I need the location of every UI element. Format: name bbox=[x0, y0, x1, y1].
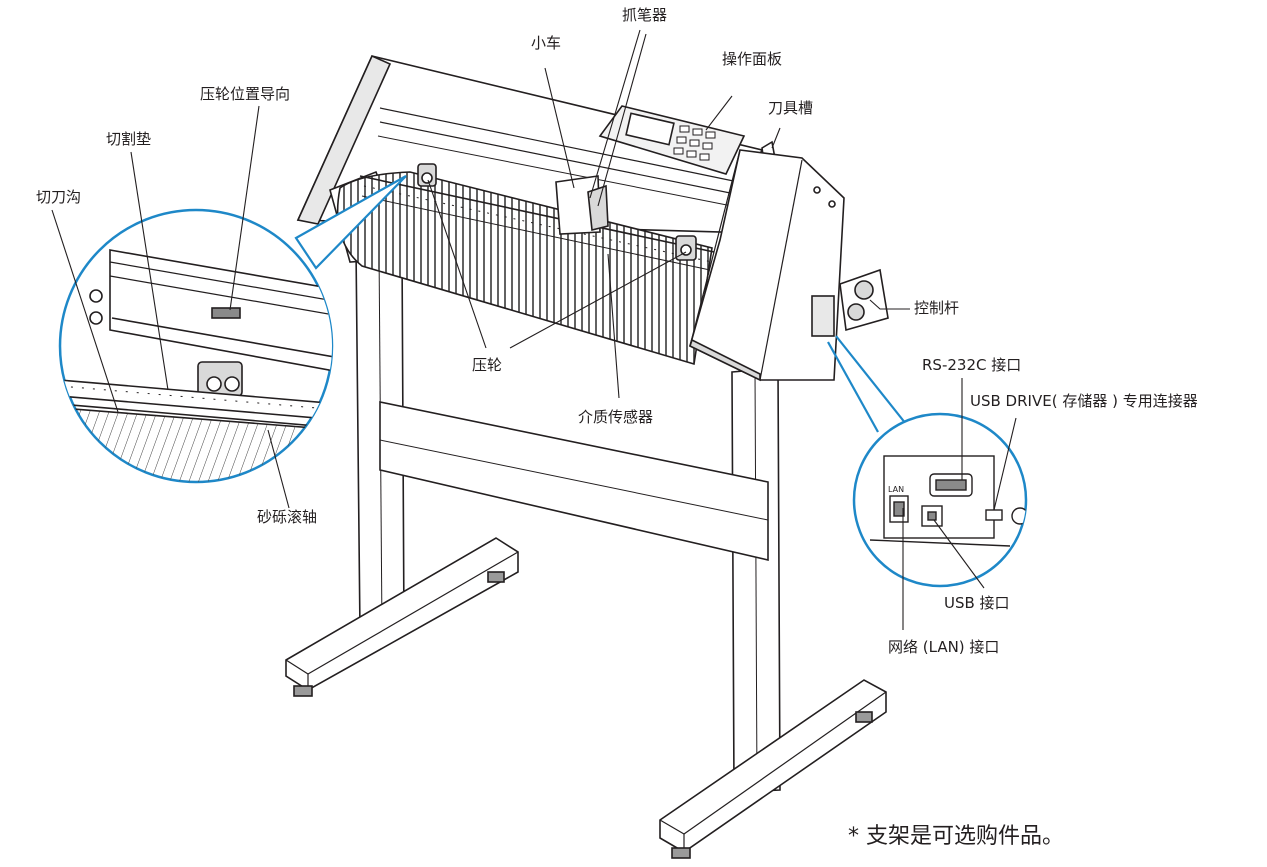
leader-push-roller-2 bbox=[509, 251, 687, 349]
stand-left-foot bbox=[285, 537, 519, 691]
leader-lines bbox=[51, 29, 1017, 630]
magnifier-1 bbox=[58, 175, 407, 484]
control-lever bbox=[839, 268, 889, 332]
label-usb-drive: USB DRIVE( 存储器 ) 专用连接器 bbox=[970, 392, 1198, 410]
label-lan-port: 网络 (LAN) 接口 bbox=[888, 638, 1000, 656]
optional-stand-note: * 支架是可选购件品。 bbox=[848, 824, 1064, 849]
pen-holder bbox=[587, 184, 609, 231]
label-rs232c: RS-232C 接口 bbox=[922, 356, 1022, 374]
leader-pen-holder bbox=[597, 33, 647, 207]
label-cutting-groove: 切刀沟 bbox=[36, 188, 82, 206]
push-rollers bbox=[417, 163, 697, 261]
label-cutting-mat: 切割垫 bbox=[106, 130, 152, 148]
leader-usb-drive bbox=[993, 417, 1017, 511]
leader-carriage bbox=[544, 67, 575, 189]
label-pen-holder: 抓笔器 bbox=[622, 6, 668, 24]
label-tool-slot: 刀具槽 bbox=[768, 99, 814, 117]
leader-control-lever bbox=[869, 299, 910, 310]
usb-drive-port-shape bbox=[985, 509, 1003, 521]
stand bbox=[285, 247, 887, 859]
plotter-body bbox=[296, 54, 889, 382]
label-control-lever: 控制杆 bbox=[914, 299, 960, 317]
label-push-roller: 压轮 bbox=[472, 356, 503, 374]
rear-interface-panel bbox=[811, 295, 835, 337]
lan-tag: LAN bbox=[888, 485, 904, 494]
stand-crossbar bbox=[379, 401, 769, 562]
push-roller-guide-mark bbox=[211, 307, 241, 319]
label-grit-roller: 砂砾滚轴 bbox=[257, 508, 318, 526]
leader-push-roller-1 bbox=[427, 179, 487, 349]
label-media-sensor: 介质传感器 bbox=[578, 408, 654, 426]
control-panel-display bbox=[625, 112, 675, 146]
leader-grit-roller bbox=[267, 429, 290, 509]
leader-pen-holder-2 bbox=[589, 29, 641, 199]
leader-usb-port bbox=[933, 519, 985, 589]
stand-right-foot bbox=[659, 679, 887, 853]
label-carriage: 小车 bbox=[531, 34, 562, 52]
carriage bbox=[555, 175, 601, 235]
leader-media-sensor bbox=[607, 253, 620, 399]
plotter-right-housing bbox=[689, 149, 845, 381]
label-usb-port: USB 接口 bbox=[944, 594, 1010, 612]
magnifier-2: LAN bbox=[827, 335, 1028, 588]
control-panel-keys bbox=[673, 125, 716, 161]
leader-cutting-mat bbox=[130, 151, 169, 391]
leader-control-panel bbox=[705, 95, 733, 131]
leader-cutting-groove bbox=[51, 209, 119, 413]
label-control-panel: 操作面板 bbox=[722, 50, 783, 68]
label-push-roller-guide: 压轮位置导向 bbox=[200, 85, 291, 103]
leader-tool-slot bbox=[771, 127, 781, 149]
leader-push-roller-guide bbox=[229, 105, 260, 311]
